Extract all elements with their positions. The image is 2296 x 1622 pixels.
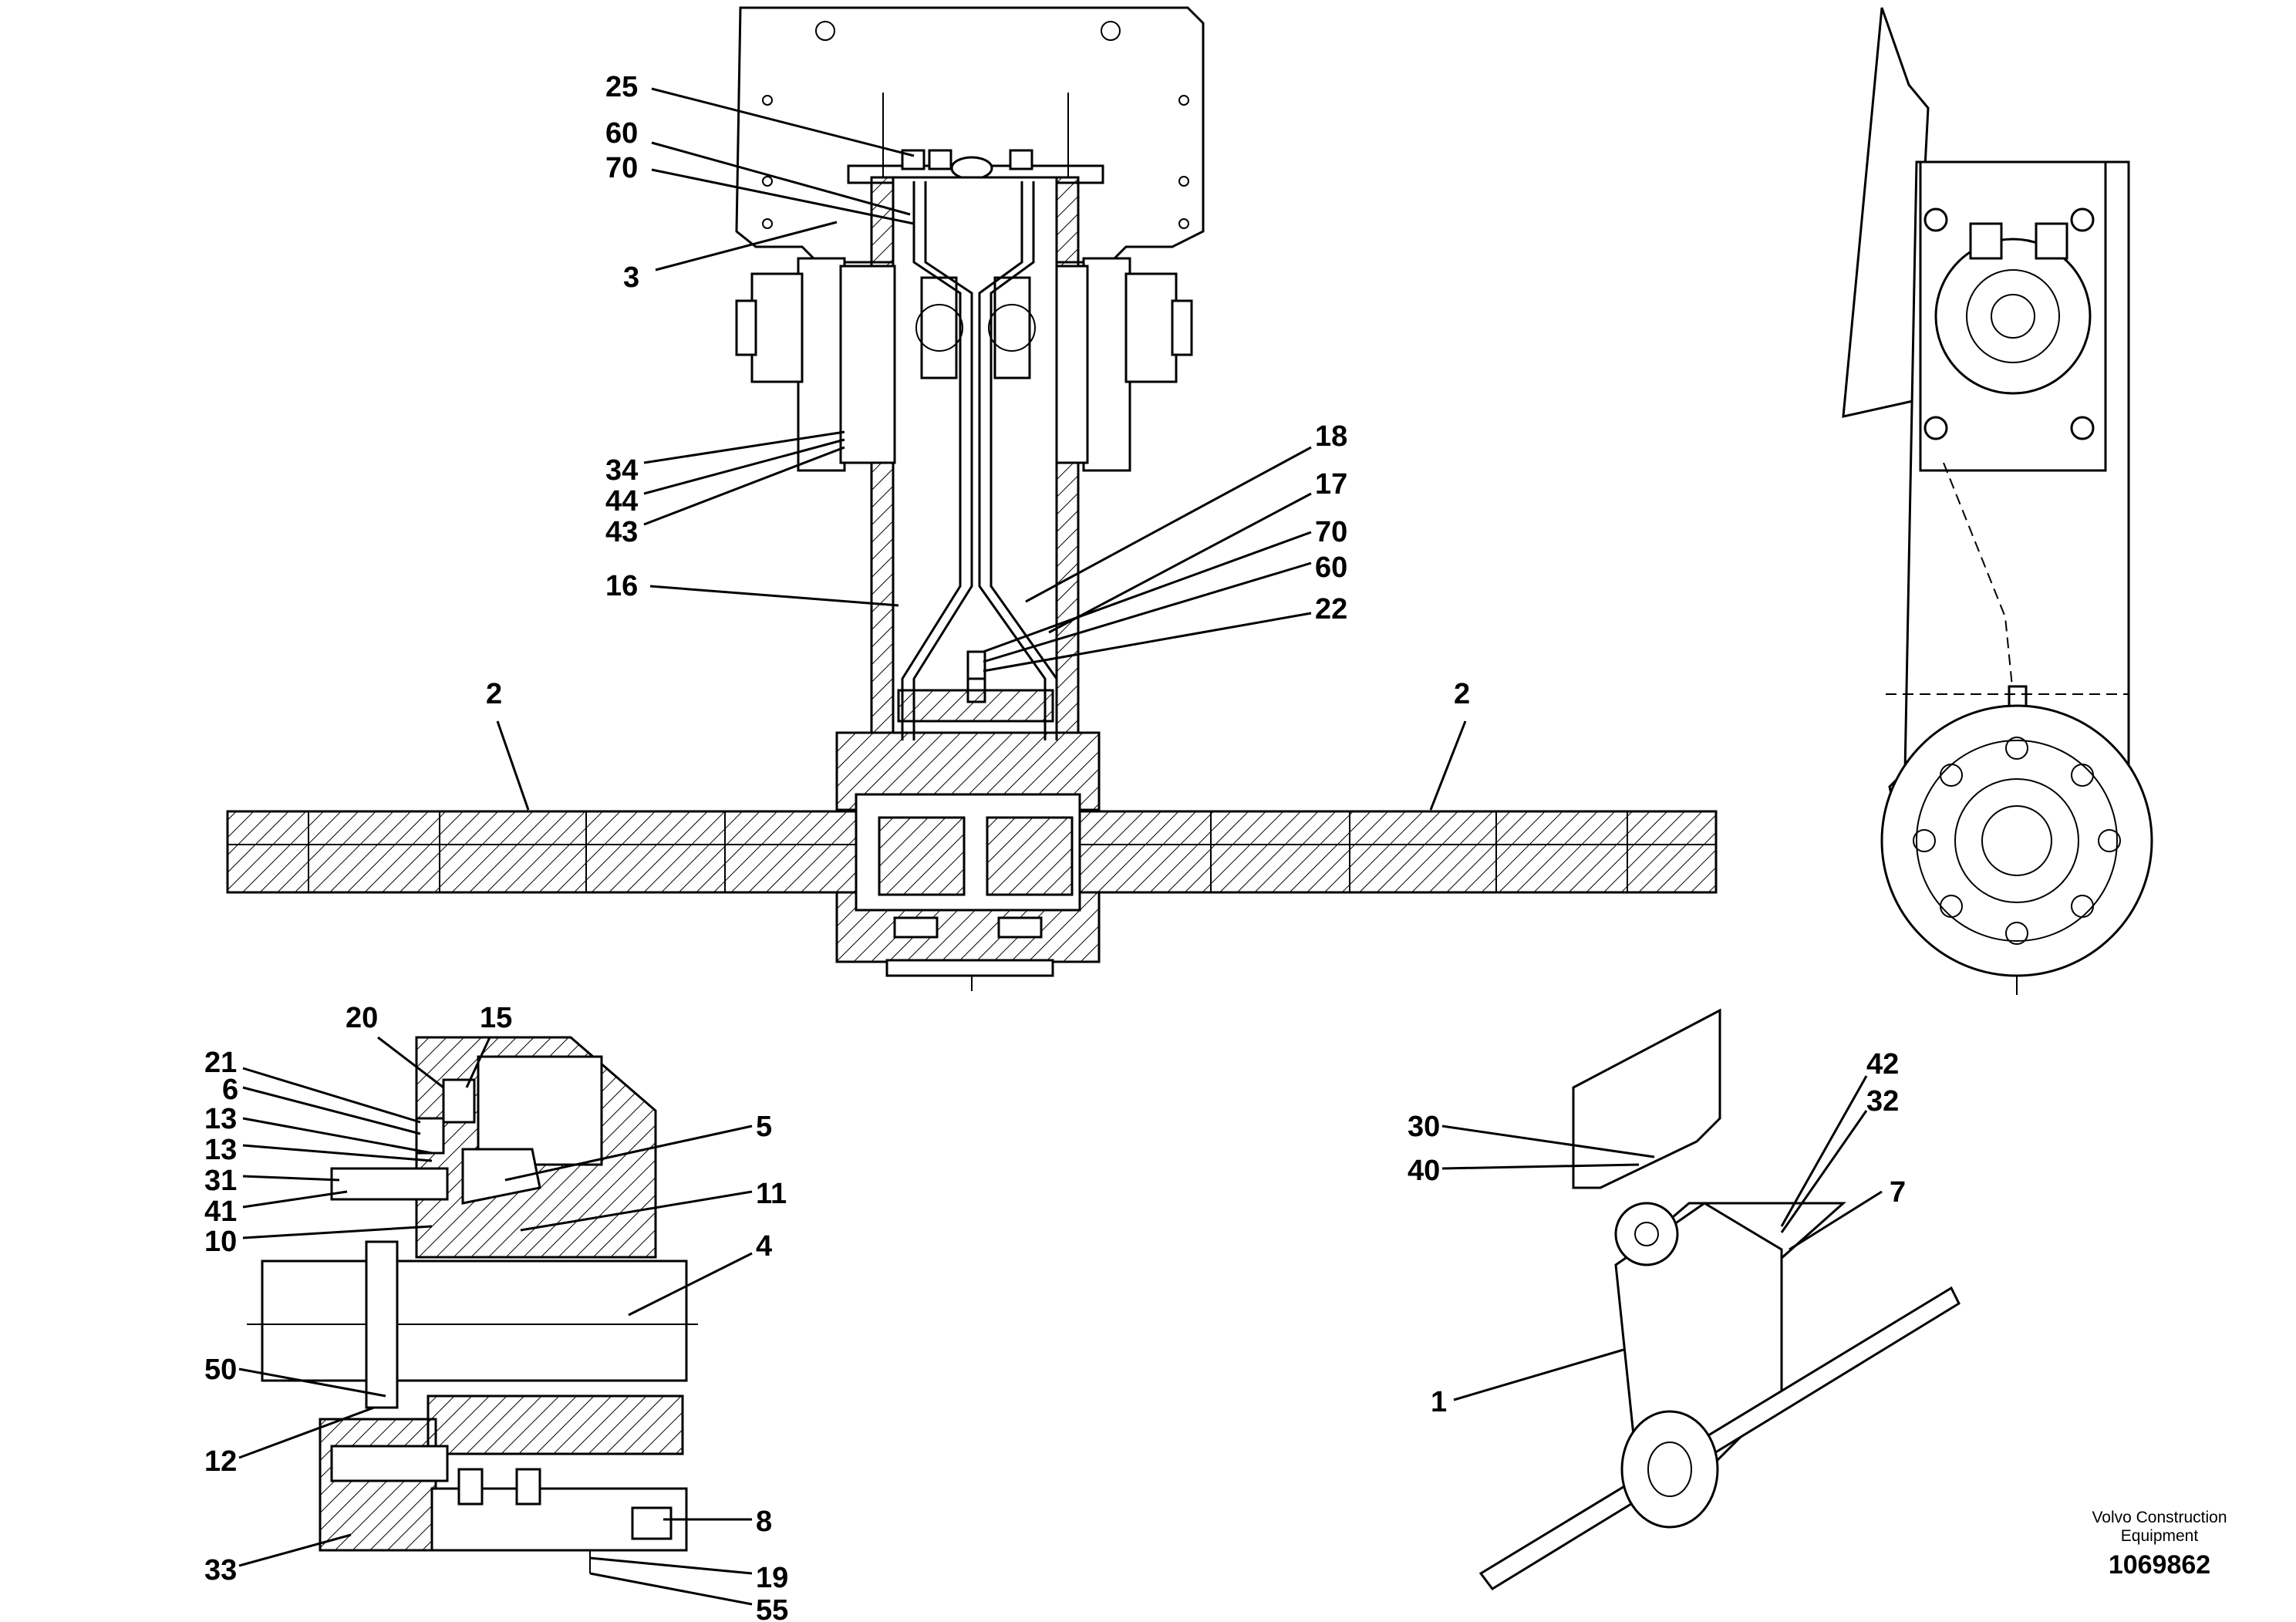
callout-18: 18 — [1315, 420, 1347, 453]
callout-33: 33 — [204, 1554, 237, 1587]
callout-16: 16 — [605, 570, 638, 602]
callout-12: 12 — [204, 1445, 237, 1478]
leader-lines — [238, 87, 1883, 1606]
callout-19: 19 — [756, 1562, 788, 1594]
isometric-view — [1478, 1008, 1961, 1590]
callout-13-lower: 13 — [204, 1134, 237, 1166]
callout-17: 17 — [1315, 468, 1347, 501]
callout-labels: 25 60 70 3 34 44 43 16 18 17 70 60 22 2 … — [204, 71, 1906, 1622]
callout-34: 34 — [605, 454, 638, 487]
brand-line-2: Equipment — [2121, 1527, 2199, 1545]
document-number: 1069862 — [2109, 1550, 2210, 1580]
callout-30: 30 — [1408, 1111, 1440, 1143]
callout-8: 8 — [756, 1506, 772, 1538]
callout-60-top: 60 — [605, 117, 638, 150]
callout-25: 25 — [605, 71, 638, 103]
callout-21: 21 — [204, 1047, 237, 1079]
callout-60-mid: 60 — [1315, 551, 1347, 584]
side-view-assembly — [1842, 7, 2153, 995]
callout-13-upper: 13 — [204, 1103, 237, 1135]
callout-42: 42 — [1866, 1048, 1899, 1081]
callout-20: 20 — [346, 1002, 378, 1034]
callout-4: 4 — [756, 1230, 772, 1263]
callout-2-right: 2 — [1454, 678, 1470, 710]
callout-41: 41 — [204, 1195, 237, 1228]
callout-1: 1 — [1431, 1386, 1447, 1418]
brand-line-1: Volvo Construction — [2092, 1509, 2227, 1526]
callout-31: 31 — [204, 1165, 237, 1197]
callout-10: 10 — [204, 1226, 237, 1258]
callout-40: 40 — [1408, 1155, 1440, 1187]
callout-55: 55 — [756, 1594, 788, 1622]
footer: Volvo Construction Equipment 1069862 — [2092, 1509, 2227, 1580]
callout-43: 43 — [605, 516, 638, 548]
callout-11: 11 — [756, 1178, 787, 1210]
callout-6: 6 — [222, 1074, 238, 1106]
callout-15: 15 — [480, 1002, 512, 1034]
front-view-assembly — [226, 6, 1718, 991]
callout-70-mid: 70 — [1315, 516, 1347, 548]
callout-3: 3 — [623, 261, 639, 294]
callout-22: 22 — [1315, 593, 1347, 626]
callout-44: 44 — [605, 485, 638, 518]
section-detail — [247, 1036, 698, 1573]
callout-50: 50 — [204, 1354, 237, 1386]
callout-5: 5 — [756, 1111, 772, 1143]
callout-2-left: 2 — [486, 678, 502, 710]
callout-32: 32 — [1866, 1085, 1899, 1118]
callout-70-top: 70 — [605, 152, 638, 184]
callout-7: 7 — [1890, 1176, 1906, 1209]
